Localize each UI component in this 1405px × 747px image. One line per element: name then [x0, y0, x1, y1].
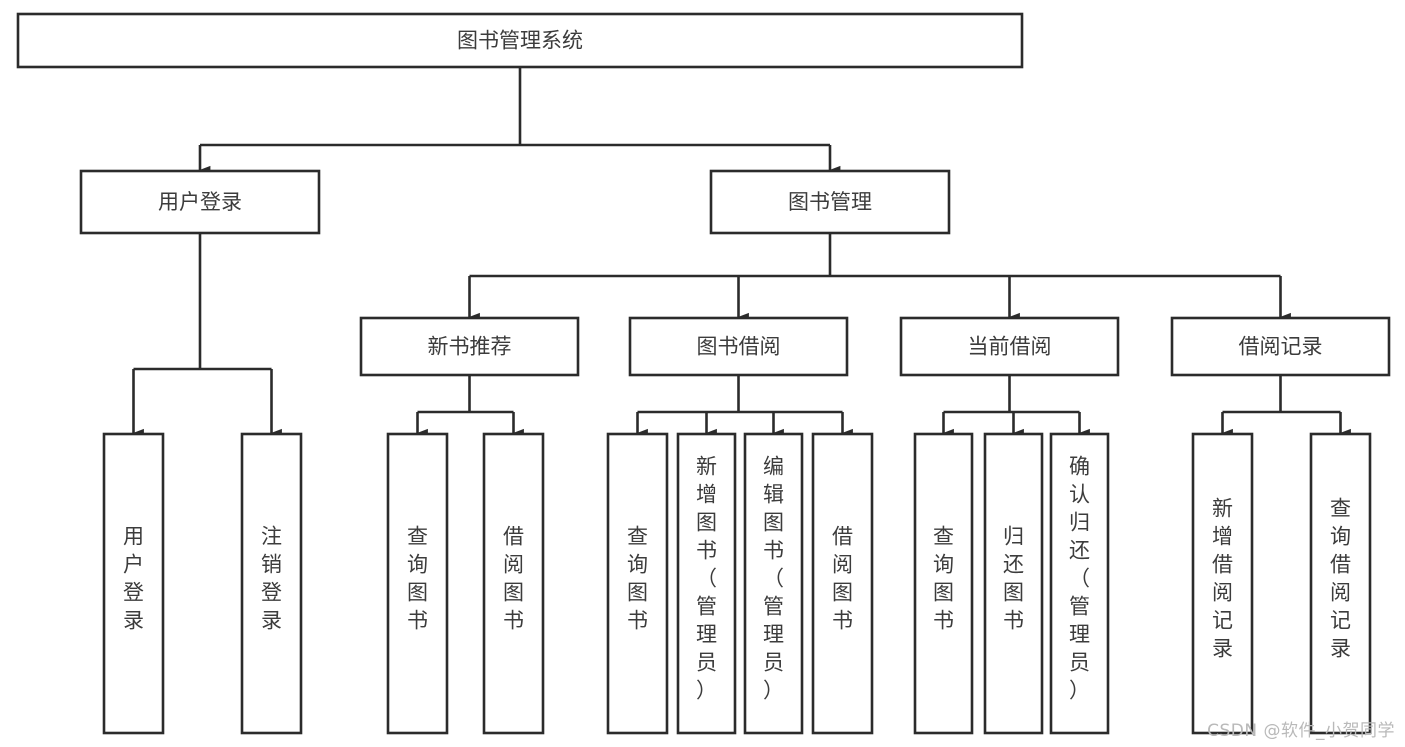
- node-leaf-borrow-book-1-rect[interactable]: [482, 432, 545, 735]
- node-leaf-query-record-label: 查询借阅记录: [1330, 497, 1351, 661]
- node-leaf-borrow-book-2[interactable]: 借阅图书: [811, 432, 874, 735]
- node-leaf-return-book-rect[interactable]: [983, 432, 1044, 735]
- node-borrow-record-label: 借阅记录: [1239, 335, 1323, 359]
- node-leaf-add-record[interactable]: 新增借阅记录: [1191, 432, 1254, 735]
- node-user-login-label: 用户登录: [158, 190, 242, 214]
- node-new-book-recommend[interactable]: 新书推荐: [359, 316, 580, 377]
- node-leaf-query-book-3[interactable]: 查询图书: [913, 432, 974, 735]
- node-user-login-rect[interactable]: [79, 169, 321, 235]
- node-leaf-borrow-book-2-label: 借阅图书: [832, 525, 853, 633]
- node-leaf-user-login[interactable]: 用户登录: [102, 432, 165, 735]
- node-book-manage-label: 图书管理: [788, 190, 872, 214]
- node-leaf-confirm-return[interactable]: 确认归还（管理员）: [1049, 432, 1110, 735]
- node-leaf-query-book-2[interactable]: 查询图书: [606, 432, 669, 735]
- node-leaf-query-book-1-rect[interactable]: [386, 432, 449, 735]
- node-leaf-query-record[interactable]: 查询借阅记录: [1309, 432, 1372, 735]
- node-leaf-user-logout-rect[interactable]: [240, 432, 303, 735]
- node-leaf-add-book[interactable]: 新增图书（管理员）: [676, 432, 737, 735]
- node-book-manage-rect[interactable]: [709, 169, 951, 235]
- node-leaf-add-record-rect[interactable]: [1191, 432, 1254, 735]
- node-leaf-borrow-book-1[interactable]: 借阅图书: [482, 432, 545, 735]
- node-book-borrow-label: 图书借阅: [697, 335, 781, 359]
- node-leaf-query-book-3-label: 查询图书: [933, 525, 954, 633]
- node-leaf-edit-book[interactable]: 编辑图书（管理员）: [743, 432, 804, 735]
- node-leaf-user-login-rect[interactable]: [102, 432, 165, 735]
- node-leaf-borrow-book-2-rect[interactable]: [811, 432, 874, 735]
- node-leaf-user-logout[interactable]: 注销登录: [240, 432, 303, 735]
- node-leaf-query-record-rect[interactable]: [1309, 432, 1372, 735]
- box-layer: 图书管理系统用户登录图书管理新书推荐图书借阅当前借阅借阅记录用户登录注销登录查询…: [16, 12, 1391, 735]
- node-leaf-edit-book-rect[interactable]: [743, 432, 804, 735]
- node-leaf-query-book-2-label: 查询图书: [627, 525, 648, 633]
- connector-layer: [132, 67, 1351, 438]
- node-leaf-query-book-2-rect[interactable]: [606, 432, 669, 735]
- root-node-title[interactable]: 图书管理系统: [16, 12, 1024, 69]
- node-leaf-user-logout-label: 注销登录: [261, 525, 282, 633]
- node-new-book-recommend-label: 新书推荐: [428, 335, 512, 359]
- node-leaf-edit-book-label: 编辑图书（管理员）: [763, 455, 784, 703]
- node-leaf-confirm-return-label: 确认归还（管理员）: [1069, 455, 1090, 703]
- node-borrow-record-rect[interactable]: [1170, 316, 1391, 377]
- node-leaf-add-record-label: 新增借阅记录: [1212, 497, 1233, 661]
- node-leaf-borrow-book-1-label: 借阅图书: [503, 525, 524, 633]
- node-borrow-record[interactable]: 借阅记录: [1170, 316, 1391, 377]
- node-book-manage[interactable]: 图书管理: [709, 169, 951, 235]
- node-current-borrow-label: 当前借阅: [968, 335, 1052, 359]
- node-leaf-add-book-label: 新增图书（管理员）: [696, 455, 717, 703]
- node-leaf-user-login-label: 用户登录: [123, 525, 144, 633]
- root-node-title-rect[interactable]: [16, 12, 1024, 69]
- node-leaf-query-book-3-rect[interactable]: [913, 432, 974, 735]
- node-book-borrow-rect[interactable]: [628, 316, 849, 377]
- root-node-title-label: 图书管理系统: [457, 29, 583, 53]
- node-new-book-recommend-rect[interactable]: [359, 316, 580, 377]
- node-user-login[interactable]: 用户登录: [79, 169, 321, 235]
- node-leaf-return-book-label: 归还图书: [1003, 525, 1024, 633]
- node-current-borrow[interactable]: 当前借阅: [899, 316, 1120, 377]
- node-leaf-confirm-return-rect[interactable]: [1049, 432, 1110, 735]
- node-leaf-add-book-rect[interactable]: [676, 432, 737, 735]
- node-book-borrow[interactable]: 图书借阅: [628, 316, 849, 377]
- node-leaf-query-book-1-label: 查询图书: [407, 525, 428, 633]
- node-leaf-query-book-1[interactable]: 查询图书: [386, 432, 449, 735]
- node-current-borrow-rect[interactable]: [899, 316, 1120, 377]
- node-leaf-return-book[interactable]: 归还图书: [983, 432, 1044, 735]
